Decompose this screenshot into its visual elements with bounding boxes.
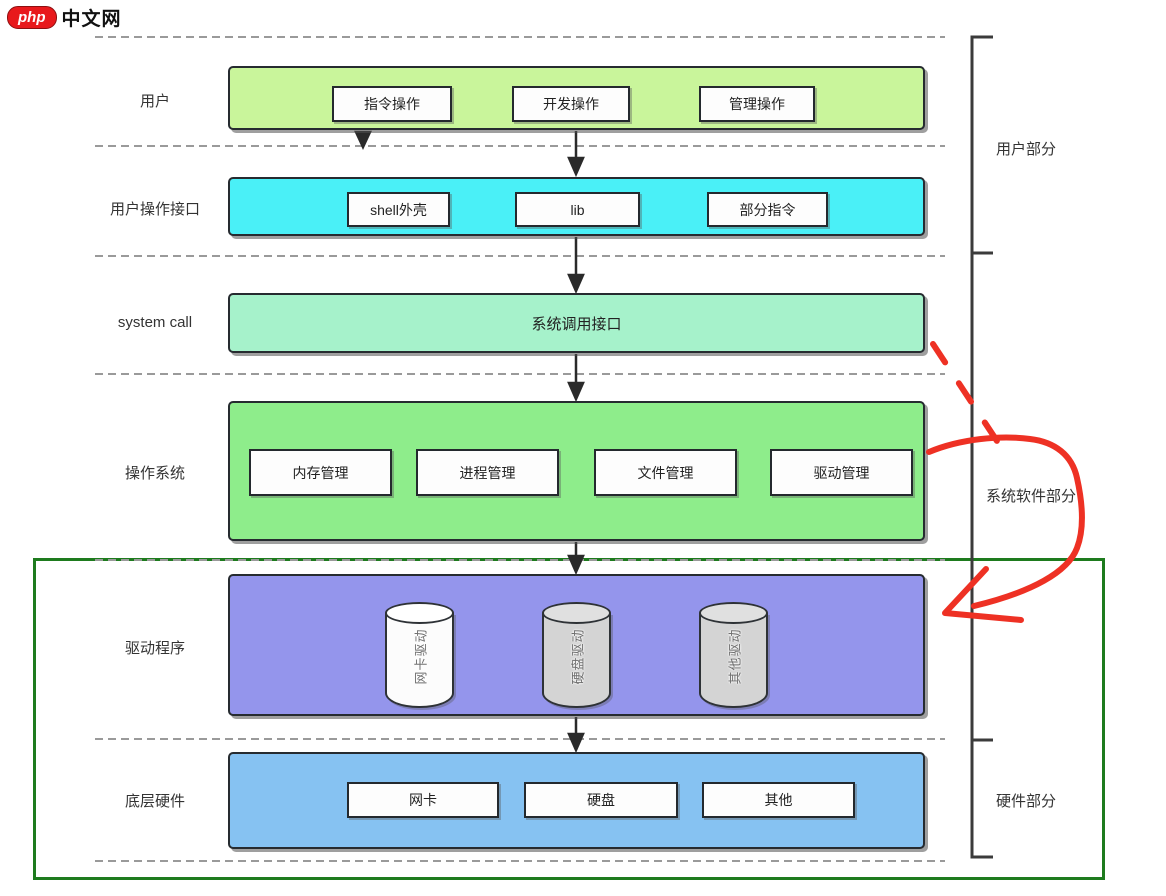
item-box: 指令操作: [332, 86, 452, 122]
item-box: 开发操作: [512, 86, 630, 122]
item-box: 驱动管理: [770, 449, 913, 496]
cylinder-body: [699, 613, 768, 708]
site-name: 中文网: [61, 9, 122, 30]
layer-label-user: 用户: [139, 93, 170, 110]
section-label-user: 用户部分: [996, 141, 1057, 158]
cylinder-top: [699, 602, 768, 624]
php-site-logo: php 中文网: [7, 4, 122, 31]
item-box: 进程管理: [416, 449, 559, 496]
red-dashed-line: [930, 341, 1000, 444]
item-box: 文件管理: [594, 449, 737, 496]
cylinder-label: 其他驱动: [727, 628, 742, 685]
layer-box-os: 内存管理 进程管理 文件管理 驱动管理: [228, 401, 925, 541]
driver-cylinder-icon: 网卡驱动: [385, 602, 454, 708]
down-arrow-icon: [567, 273, 585, 295]
layer-box-user: 指令操作 开发操作 管理操作: [228, 66, 925, 130]
cylinder-top: [542, 602, 611, 624]
cylinder-body: [385, 613, 454, 708]
syscall-center-text: 系统调用接口: [531, 315, 622, 333]
layer-box-hardware: 网卡 硬盘 其他: [228, 752, 925, 849]
item-box: 网卡: [347, 782, 499, 818]
item-box: 管理操作: [699, 86, 815, 122]
layer-box-syscall: 系统调用接口: [228, 293, 925, 353]
layer-label-syscall: system call: [117, 314, 193, 331]
item-box: 其他: [702, 782, 855, 818]
item-box: 内存管理: [249, 449, 392, 496]
item-box: lib: [515, 192, 640, 227]
layer-label-os: 操作系统: [124, 465, 185, 482]
layer-label-interface: 用户操作接口: [109, 201, 200, 218]
cylinder-label: 硬盘驱动: [570, 628, 585, 685]
cylinder-label: 网卡驱动: [413, 628, 428, 685]
driver-cylinder-icon: 硬盘驱动: [542, 602, 611, 708]
section-label-hardware: 硬件部分: [996, 793, 1057, 810]
down-arrow-icon: [567, 381, 585, 403]
php-logo-icon: php: [7, 6, 57, 29]
item-box: 硬盘: [524, 782, 678, 818]
cylinder-top: [385, 602, 454, 624]
driver-cylinder-icon: 其他驱动: [699, 602, 768, 708]
layer-label-hardware: 底层硬件: [124, 793, 185, 810]
item-box: shell外壳: [347, 192, 450, 227]
layer-box-interface: shell外壳 lib 部分指令: [228, 177, 925, 236]
item-box: 部分指令: [707, 192, 828, 227]
small-down-arrow-icon: [354, 130, 372, 150]
section-label-system: 系统软件部分: [986, 488, 1077, 505]
layer-label-driver: 驱动程序: [124, 640, 185, 657]
layer-box-driver: 网卡驱动 硬盘驱动 其他驱动: [228, 574, 925, 716]
down-arrow-icon: [567, 156, 585, 178]
cylinder-body: [542, 613, 611, 708]
